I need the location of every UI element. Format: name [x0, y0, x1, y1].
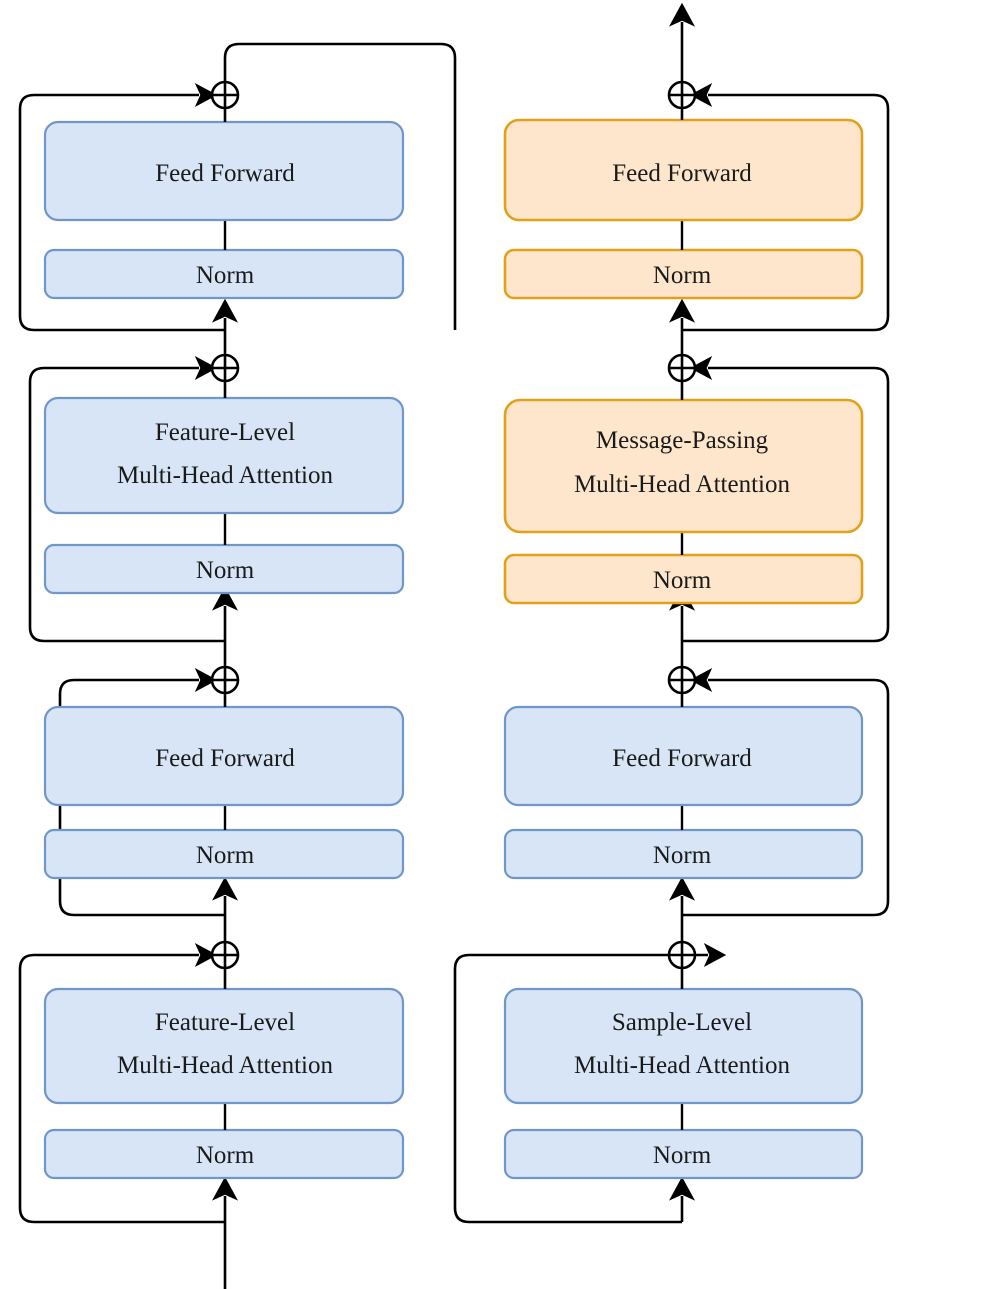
- stage-l3-attention-box[interactable]: [43, 396, 405, 515]
- stage-l3-add-operator: [210, 353, 240, 383]
- left-stream-column: Norm Feature-Level Multi-Head Attention …: [18, 42, 457, 1289]
- stage-l1-norm-label: Norm: [196, 1142, 255, 1169]
- stage-r4-norm-box[interactable]: [503, 248, 864, 300]
- stage-l4-norm-label: Norm: [196, 262, 255, 289]
- stage-l2-add-operator: [210, 665, 240, 695]
- stage-l1-attention-box[interactable]: [43, 987, 405, 1105]
- stage-l3-residual-path: [28, 356, 227, 667]
- stage-r3-attention-label-line2: Multi-Head Attention: [574, 471, 790, 498]
- stage-r1-add-operator: [667, 940, 697, 970]
- stage-l2-feedforward-label: Feed Forward: [155, 745, 295, 772]
- stage-r3-norm-box[interactable]: [503, 553, 864, 605]
- stage-r2-add-operator: [667, 665, 697, 695]
- stage-l3-attention-label-line2: Multi-Head Attention: [117, 462, 333, 489]
- stage-r4-add-operator: [667, 80, 697, 110]
- stage-r2-norm-label: Norm: [653, 842, 712, 869]
- stage-r1-attention-label-line1: Sample-Level: [612, 1009, 752, 1036]
- stage-r2-feedforward-box[interactable]: [503, 705, 864, 807]
- stage-r2-feedforward-label: Feed Forward: [612, 745, 752, 772]
- stage-r2-norm-box[interactable]: [503, 828, 864, 880]
- stage-r3-add-operator: [667, 353, 697, 383]
- stage-r1-attention-label-line2: Multi-Head Attention: [574, 1052, 790, 1079]
- stage-r4-norm-label: Norm: [653, 262, 712, 289]
- stage-l1-attention-label-line2: Multi-Head Attention: [117, 1052, 333, 1079]
- stage-r3-residual-path: [680, 356, 890, 667]
- stage-r1-attention-box[interactable]: [503, 987, 864, 1105]
- stage-l1-residual-path: [18, 943, 227, 1289]
- stage-l4-feedforward-label: Feed Forward: [155, 160, 295, 187]
- stage-l3-norm-label: Norm: [196, 557, 255, 584]
- stage-r2-residual-path: [680, 668, 890, 942]
- stage-l2-norm-label: Norm: [196, 842, 255, 869]
- stage-r1-residual-path: [453, 943, 727, 1224]
- left-column-top-loop: [223, 42, 457, 330]
- stage-l3-attention-label-line1: Feature-Level: [155, 419, 295, 446]
- stage-r1-norm-label: Norm: [653, 1142, 712, 1169]
- stage-l1-attention-label-line1: Feature-Level: [155, 1009, 295, 1036]
- stage-l1-add-operator: [210, 940, 240, 970]
- right-stream-column: Norm Sample-Level Multi-Head Attention N…: [453, 2, 890, 1224]
- stage-r3-attention-box[interactable]: [503, 398, 864, 534]
- stage-r4-feedforward-label: Feed Forward: [612, 160, 752, 187]
- stage-l4-add-operator: [210, 80, 240, 110]
- stage-r3-attention-label-line1: Message-Passing: [596, 427, 769, 454]
- stage-r4-feedforward-box[interactable]: [503, 118, 864, 222]
- stage-r3-norm-label: Norm: [653, 567, 712, 594]
- stage-r4-residual-path: [680, 83, 890, 355]
- stage-l4-residual-path: [18, 83, 227, 355]
- stage-r1-norm-box[interactable]: [503, 1128, 864, 1180]
